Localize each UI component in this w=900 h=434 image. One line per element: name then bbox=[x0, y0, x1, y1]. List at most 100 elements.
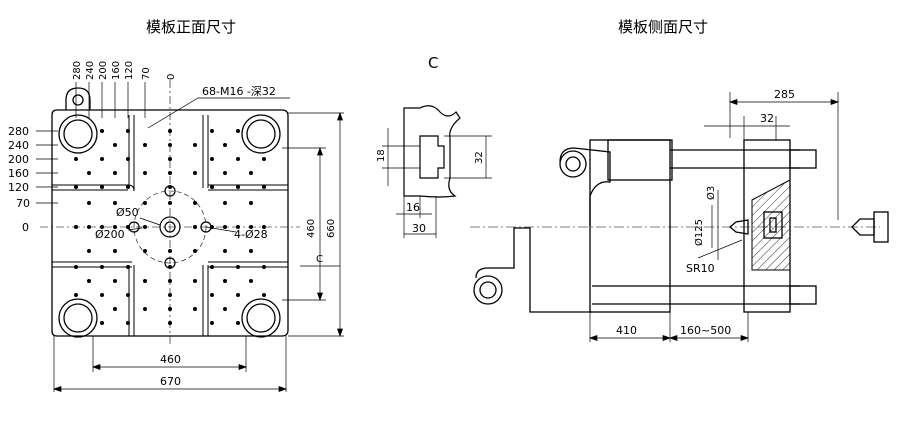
threaded-hole bbox=[113, 249, 117, 253]
threaded-hole bbox=[249, 225, 253, 229]
top-dim-240: 240 bbox=[85, 61, 96, 80]
threaded-hole bbox=[168, 293, 172, 297]
top-dim-160: 160 bbox=[111, 61, 122, 80]
detail-c-dims bbox=[382, 128, 492, 238]
detail-dim-30: 30 bbox=[412, 222, 426, 235]
threaded-hole bbox=[249, 171, 253, 175]
threaded-hole bbox=[113, 279, 117, 283]
threaded-hole bbox=[193, 279, 197, 283]
threaded-hole bbox=[210, 185, 214, 189]
threaded-hole bbox=[262, 157, 266, 161]
top-dim-0: 0 bbox=[166, 74, 177, 80]
left-dim-160: 160 bbox=[8, 167, 29, 180]
threaded-hole bbox=[193, 307, 197, 311]
threaded-hole bbox=[168, 249, 172, 253]
left-dimension-ladder bbox=[36, 130, 58, 204]
threaded-hole bbox=[113, 307, 117, 311]
threaded-hole bbox=[236, 225, 240, 229]
threaded-hole bbox=[249, 249, 253, 253]
threaded-hole bbox=[168, 201, 172, 205]
threaded-hole bbox=[143, 225, 147, 229]
threaded-hole bbox=[236, 185, 240, 189]
threaded-hole bbox=[223, 307, 227, 311]
hole-200-label: Ø200 bbox=[95, 228, 125, 241]
threaded-hole bbox=[193, 171, 197, 175]
threaded-hole bbox=[223, 279, 227, 283]
threaded-hole bbox=[193, 249, 197, 253]
side-view-title: 模板侧面尺寸 bbox=[618, 18, 708, 36]
threaded-hole bbox=[100, 265, 104, 269]
threaded-hole bbox=[168, 307, 172, 311]
threaded-hole-grid bbox=[74, 129, 266, 325]
top-dimension-ladder bbox=[75, 82, 146, 118]
detail-c-slot bbox=[403, 105, 461, 198]
left-dim-120: 120 bbox=[8, 181, 29, 194]
threaded-hole bbox=[210, 265, 214, 269]
threaded-hole bbox=[113, 225, 117, 229]
side-dims bbox=[588, 92, 840, 342]
left-dim-0: 0 bbox=[22, 221, 29, 234]
threaded-hole bbox=[87, 225, 91, 229]
threaded-hole bbox=[168, 265, 172, 269]
side-dim-stroke: 160~500 bbox=[680, 324, 731, 337]
threaded-hole bbox=[168, 185, 172, 189]
threaded-hole bbox=[236, 129, 240, 133]
top-dim-280: 280 bbox=[72, 61, 83, 80]
threaded-hole bbox=[113, 201, 117, 205]
section-hatch bbox=[751, 179, 791, 271]
threaded-hole bbox=[223, 143, 227, 147]
front-view-title: 模板正面尺寸 bbox=[146, 18, 236, 36]
threaded-hole bbox=[87, 201, 91, 205]
threaded-hole bbox=[262, 185, 266, 189]
right-dim-660: 660 bbox=[326, 219, 337, 238]
threaded-hole bbox=[168, 129, 172, 133]
threaded-hole bbox=[126, 129, 130, 133]
threaded-hole bbox=[262, 225, 266, 229]
bottom-dims bbox=[52, 336, 288, 392]
threaded-hole bbox=[236, 293, 240, 297]
threaded-hole bbox=[236, 321, 240, 325]
threaded-hole bbox=[249, 279, 253, 283]
threaded-hole bbox=[126, 321, 130, 325]
threaded-hole bbox=[262, 293, 266, 297]
threaded-hole bbox=[100, 321, 104, 325]
bottom-dim-670: 670 bbox=[160, 375, 181, 388]
detail-dim-16: 16 bbox=[406, 201, 420, 214]
threaded-hole bbox=[210, 293, 214, 297]
threaded-hole bbox=[193, 225, 197, 229]
side-dim-32: 32 bbox=[760, 112, 774, 125]
threaded-hole bbox=[126, 225, 130, 229]
left-dim-240: 240 bbox=[8, 139, 29, 152]
threaded-hole bbox=[168, 157, 172, 161]
side-dim-410: 410 bbox=[616, 324, 637, 337]
threaded-hole bbox=[193, 143, 197, 147]
threaded-hole bbox=[223, 249, 227, 253]
threaded-hole bbox=[74, 293, 78, 297]
threaded-hole bbox=[100, 157, 104, 161]
threaded-hole bbox=[236, 157, 240, 161]
thread-callout: 68-M16 -深32 bbox=[202, 85, 276, 98]
thread-leader bbox=[147, 97, 290, 129]
threaded-hole bbox=[223, 171, 227, 175]
hole-28-label: 4-Ø28 bbox=[234, 228, 268, 241]
bottom-dim-460: 460 bbox=[160, 353, 181, 366]
detail-c-label: C bbox=[428, 54, 438, 72]
left-dim-200: 200 bbox=[8, 153, 29, 166]
threaded-hole bbox=[168, 171, 172, 175]
threaded-hole bbox=[143, 307, 147, 311]
threaded-hole bbox=[223, 201, 227, 205]
threaded-hole bbox=[87, 279, 91, 283]
detail-dim-32: 32 bbox=[474, 151, 485, 164]
side-dim-125: Ø125 bbox=[693, 219, 705, 246]
threaded-hole bbox=[168, 279, 172, 283]
top-dim-70: 70 bbox=[141, 67, 152, 80]
threaded-hole bbox=[249, 201, 253, 205]
threaded-hole bbox=[210, 129, 214, 133]
threaded-hole bbox=[168, 143, 172, 147]
threaded-hole bbox=[100, 185, 104, 189]
side-platen bbox=[473, 139, 889, 313]
detail-dim-18: 18 bbox=[376, 149, 387, 162]
threaded-hole bbox=[74, 157, 78, 161]
